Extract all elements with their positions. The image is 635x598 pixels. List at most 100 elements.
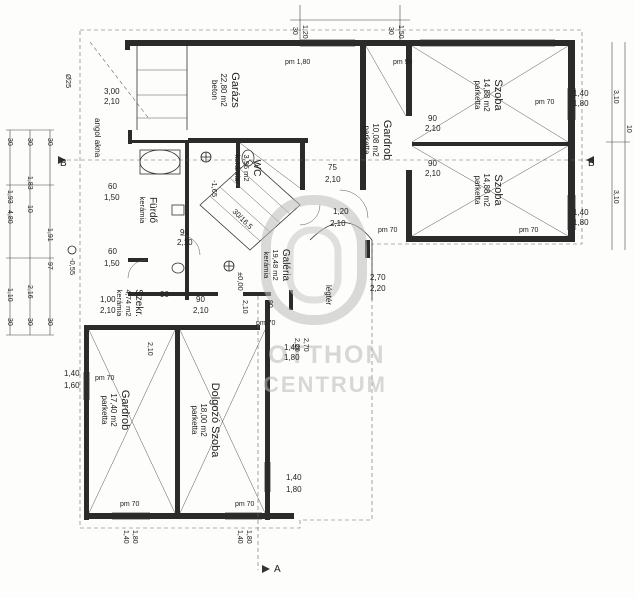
dim-120: 1,20: [333, 207, 349, 216]
level-markers: [67, 151, 235, 272]
dim-chain-30-b: 30: [26, 138, 33, 146]
dim-pm-70-b: pm 70: [378, 227, 398, 234]
room-garage: Garázs 22,80 m2 beton: [210, 72, 241, 108]
top-dimension-chain: [290, 5, 410, 40]
label-level-wc: -1,65: [210, 180, 219, 197]
svg-text:17,40 m2: 17,40 m2: [109, 393, 118, 427]
dim-210-a: 2,10: [104, 97, 120, 106]
svg-text:4,74 m2: 4,74 m2: [124, 289, 133, 316]
dimension-labels: 30 1,20 30 1,50 pm 1,80 pm 90 pm 70 pm 7…: [6, 25, 632, 544]
dim-top-120: 1,20: [301, 25, 308, 39]
room-gardrob-2: Gardrob 17,40 m2 parketta: [100, 390, 131, 430]
right-dimension-chain: [606, 42, 630, 250]
dim-140-b: 1,40: [573, 208, 589, 217]
dim-210-h: 2,10: [193, 306, 209, 315]
dim-150-a: 1,50: [104, 193, 120, 202]
dim-140-g: 1,40: [236, 530, 243, 544]
dim-140-f: 1,40: [122, 530, 129, 544]
toilet: [241, 149, 255, 167]
label-level-zero: ±0,00: [236, 272, 245, 291]
dim-100: 1,00: [100, 295, 116, 304]
label-light-well: angol akna: [93, 118, 102, 158]
dim-pm-90: pm 90: [393, 59, 413, 66]
dim-140-c: 1,40: [284, 343, 300, 352]
room-gardrob-1: Gardrob 10,08 m2 parketta: [362, 120, 393, 160]
door-swings: [127, 189, 369, 279]
dim-pm-70-f: pm 70: [235, 501, 255, 508]
dim-140-d: 1,40: [64, 369, 80, 378]
dim-160: 1,60: [64, 381, 80, 390]
watermark-brand-top: OTTHON: [268, 341, 386, 369]
dim-right-310-b: 3,10: [612, 190, 619, 204]
dim-90-b: 90: [428, 159, 437, 168]
outer-outline: [79, 29, 583, 529]
dim-pm-70-d: pm 70: [95, 375, 115, 382]
svg-text:kerámia: kerámia: [115, 290, 124, 318]
dim-270-a: 2,70: [370, 273, 386, 282]
label-section-b-right: B: [588, 158, 595, 169]
dim-180-c: 1,80: [284, 353, 300, 362]
dim-chain-183: 1,83: [26, 176, 33, 190]
svg-text:parketta: parketta: [362, 126, 371, 155]
dim-210-e: 2,10: [330, 219, 346, 228]
label-section-a: A: [274, 564, 281, 575]
dim-chain-97: 97: [46, 262, 53, 270]
dim-210-d: 2,10: [325, 175, 341, 184]
svg-text:3,96 m2: 3,96 m2: [242, 154, 251, 181]
dim-90-f: 90: [266, 300, 273, 308]
dim-chain-30-d: 30: [6, 318, 13, 326]
section-arrow-b-right: [586, 156, 594, 164]
room-wc: WC 3,96 m2 kerámia: [233, 154, 262, 182]
dim-90-d: 90: [196, 295, 205, 304]
garage-ramp: [136, 46, 188, 130]
svg-text:parketta: parketta: [473, 176, 482, 205]
left-dimension-chain: [6, 129, 54, 336]
section-arrow-a: [262, 565, 270, 573]
dim-right-10: 10: [625, 125, 632, 133]
svg-text:18,00 m2: 18,00 m2: [199, 403, 208, 437]
dim-60-b: 60: [108, 247, 117, 256]
svg-text:10,08 m2: 10,08 m2: [371, 123, 380, 157]
dim-top-30-a: 30: [291, 27, 298, 35]
svg-text:kerámia: kerámia: [138, 197, 147, 225]
dim-75: 75: [328, 163, 337, 172]
dim-chain-10: 10: [26, 205, 33, 213]
svg-text:Gardrob: Gardrob: [381, 120, 393, 160]
windows: [83, 39, 576, 520]
dim-90-e: 90: [160, 290, 169, 299]
label-airspace: légtér: [324, 285, 333, 305]
dim-220-a: 2,20: [370, 284, 386, 293]
diag-line: [89, 41, 151, 121]
room-szekreny: Szekr. 4,74 m2 kerámia: [115, 289, 144, 317]
dim-180-a: 1,80: [573, 99, 589, 108]
dim-210-f: 2,10: [177, 238, 193, 247]
dim-60-a: 60: [108, 182, 117, 191]
label-stair: 30/16,5: [231, 207, 255, 231]
svg-text:Szoba: Szoba: [492, 79, 504, 111]
dim-210-g: 2,10: [100, 306, 116, 315]
room-dolgozo-szoba: Dolgozó Szoba 18,00 m2 parketta: [190, 383, 221, 458]
svg-text:14,88 m2: 14,88 m2: [482, 78, 491, 112]
dim-180-d: 1,80: [286, 485, 302, 494]
svg-text:Szekr.: Szekr.: [133, 289, 144, 317]
dim-pm-70-c: pm 70: [519, 227, 539, 234]
dim-chain-480: 4,80: [6, 210, 13, 224]
svg-text:kerámia: kerámia: [262, 252, 271, 280]
watermark-logo-ring: [261, 195, 367, 325]
svg-text:19,48 m2: 19,48 m2: [271, 249, 280, 280]
svg-text:kerámia: kerámia: [233, 155, 242, 183]
bath-fixtures: [139, 149, 255, 274]
dim-140-e: 1,40: [286, 473, 302, 482]
svg-text:Dolgozó Szoba: Dolgozó Szoba: [209, 383, 221, 458]
bathtub: [139, 149, 181, 175]
dim-300: 3,00: [104, 87, 120, 96]
svg-text:parketta: parketta: [100, 396, 109, 425]
label-level-top: -0,55: [68, 258, 77, 275]
watermark: OTTHON CENTRUM: [261, 195, 387, 397]
dim-150-b: 1,50: [104, 259, 120, 268]
watermark-brand-bottom: CENTRUM: [263, 372, 387, 397]
dim-210-b: 2,10: [425, 124, 441, 133]
label-section-b-left: B: [60, 158, 67, 169]
